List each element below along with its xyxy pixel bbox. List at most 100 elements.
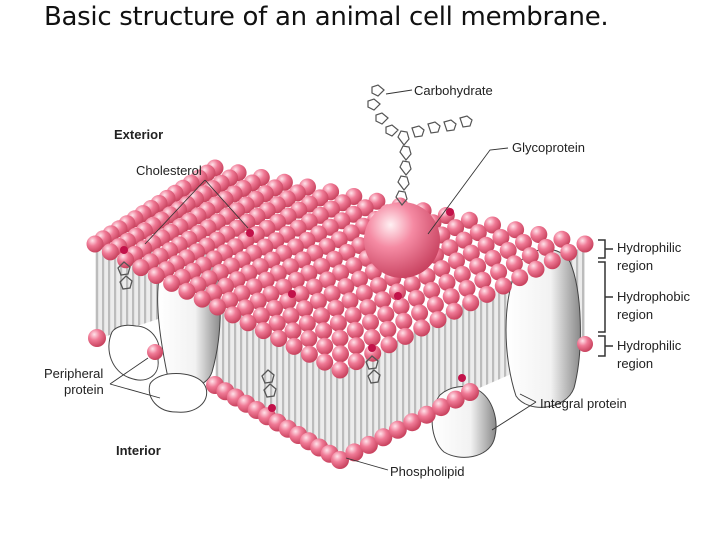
phospholipid-head (511, 269, 529, 287)
phospholipid-head (453, 265, 471, 283)
phospholipid-head (101, 243, 119, 261)
phospholipid-head (462, 244, 480, 262)
phospholipid-head (316, 353, 334, 371)
phospholipid-head (300, 330, 318, 348)
phospholipid-head (316, 337, 334, 355)
glycoprotein-label: Glycoprotein (512, 140, 585, 155)
phospholipid-head (262, 285, 280, 303)
phospholipid-head (88, 329, 106, 347)
phospholipid-head (445, 302, 463, 320)
phospholipid-head (403, 275, 421, 293)
phospholipid-head (469, 257, 487, 275)
phospholipid-head (543, 252, 561, 270)
phospholipid-head (396, 327, 414, 345)
leader-lines (109, 89, 537, 471)
phospholipid-head (344, 306, 362, 324)
glycoprotein (364, 84, 473, 278)
phospholipid-label: Phospholipid (390, 464, 464, 479)
cholesterol-molecules (117, 261, 381, 398)
phospholipid-head (576, 235, 594, 253)
exterior-label: Exterior (114, 127, 163, 142)
phospholipid-head (432, 398, 451, 417)
phospholipid-head (560, 243, 578, 261)
region-brackets (598, 239, 613, 357)
phospholipid-head (270, 330, 288, 347)
phospholipid-head (418, 267, 436, 285)
phospholipid-head (345, 443, 364, 462)
phospholipid-head (494, 277, 512, 295)
phospholipid-head (292, 285, 310, 303)
phospholipid-head (351, 270, 368, 288)
phospholipid-head (417, 405, 436, 424)
hydrophobic-label-line1: Hydrophobic (617, 289, 690, 304)
phospholipid-head (341, 292, 359, 310)
phospholipid-head (284, 322, 302, 340)
phospholipid-head (359, 435, 378, 454)
integral-protein-label: Integral protein (540, 396, 627, 411)
phospholipid-head (484, 216, 501, 234)
phospholipid-head (370, 277, 387, 294)
phospholipid-head (374, 291, 392, 309)
phospholipid-head (448, 252, 465, 270)
phospholipid-head (530, 226, 548, 243)
phospholipid-head (268, 314, 286, 332)
phospholipid-head (442, 288, 460, 306)
phospholipid-head (193, 290, 211, 308)
phospholipid-head (411, 304, 429, 322)
phospholipid-head (395, 312, 413, 330)
phospholipid-head (461, 383, 479, 401)
phospholipid-head (553, 230, 571, 248)
phospholipid-head (484, 249, 502, 267)
phospholipid-head (446, 390, 465, 409)
phospholipid-head (282, 307, 300, 325)
phospholipid-head (362, 313, 379, 331)
phospholipid-head (309, 292, 327, 310)
phospholipid-head (237, 299, 254, 317)
phospholipid-head (249, 292, 267, 310)
hydrophilic-top-label-line2: region (617, 258, 653, 273)
phospholipid-head (254, 322, 272, 340)
phospholipid-head (252, 307, 270, 325)
phospholipid-head (266, 299, 283, 317)
phospholipid-head (298, 314, 316, 332)
phospholipid-head (477, 236, 495, 254)
phospholipid-head (505, 255, 523, 273)
phospholipid-head (527, 260, 545, 278)
phospholipid-head (325, 250, 343, 268)
phospholipid-head (323, 285, 341, 303)
phospholipid-head (455, 231, 473, 249)
phospholipid-head (462, 294, 480, 312)
phospholipid-head (474, 271, 492, 289)
cholesterol-label: Cholesterol (136, 163, 202, 178)
phospholipid-head (469, 224, 487, 242)
phospholipid-head (345, 257, 363, 275)
phospholipid-head (407, 289, 425, 307)
phospholipid-heads (86, 159, 594, 469)
phospholipid-head (347, 337, 365, 355)
phospholipid-head (447, 219, 465, 237)
phospholipid-head (379, 320, 397, 338)
phospholipid-head (313, 307, 330, 325)
phospholipid-head (515, 234, 532, 251)
hydrophilic-bottom-label-line1: Hydrophilic (617, 338, 682, 353)
phospholipid-head (305, 278, 323, 296)
phospholipid-head (507, 221, 525, 239)
phospholipid-head (438, 273, 456, 291)
phospholipid-head (337, 278, 355, 295)
phospholipid-head (377, 305, 395, 323)
phospholipid-head (285, 337, 303, 355)
phospholipid-head (458, 279, 476, 297)
phospholipid-head (478, 285, 496, 303)
phospholipid-head (374, 428, 393, 447)
phospholipid-head (521, 247, 539, 265)
phospholipid-head (537, 238, 555, 256)
phospholipid-head (331, 329, 349, 347)
phospholipid-head (338, 243, 356, 261)
phospholipid-head (423, 281, 441, 299)
phospholipid-head (441, 239, 459, 257)
hydrophilic-bottom-label-line2: region (617, 356, 653, 371)
phospholipid-head (429, 311, 447, 329)
phospholipid-head (492, 229, 510, 246)
phospholipid-head (313, 257, 331, 275)
